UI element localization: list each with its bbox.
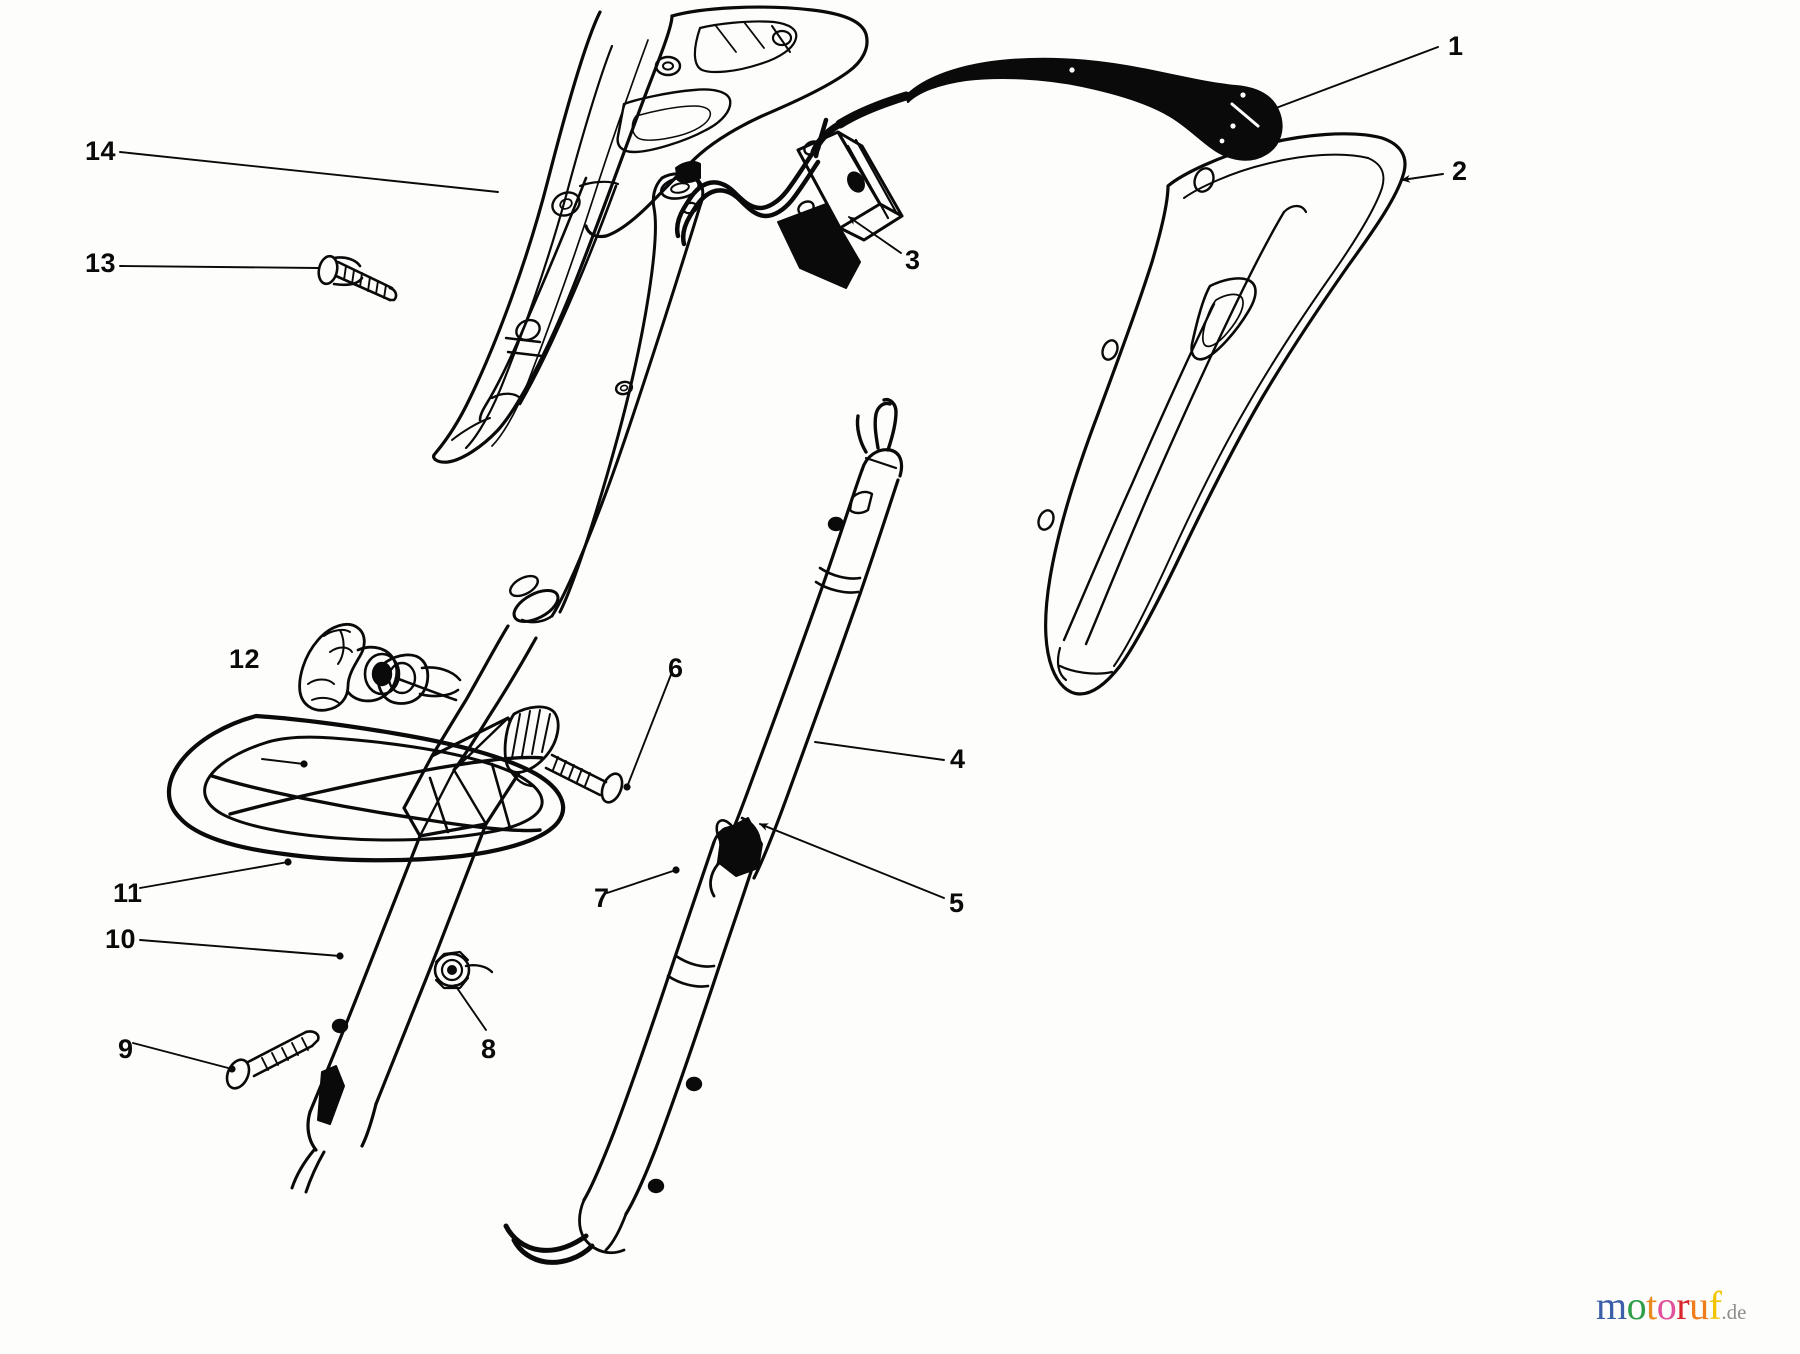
callout-number-14: 14 xyxy=(85,136,117,166)
leader-7 xyxy=(606,869,677,894)
callout-number-7: 7 xyxy=(594,883,610,913)
part-12-knob xyxy=(298,623,458,712)
leader-6 xyxy=(626,671,673,788)
part-13-bolt xyxy=(317,254,398,302)
watermark-letter-u: u xyxy=(1689,1283,1709,1328)
part-11-loop-handle xyxy=(166,713,566,863)
watermark-letter-o1: o xyxy=(1626,1283,1647,1328)
leader-12 xyxy=(261,758,305,765)
callout-number-1: 1 xyxy=(1448,31,1464,61)
watermark-suffix: .de xyxy=(1721,1300,1747,1324)
part-2-control-handle-right xyxy=(1037,132,1407,696)
leader-11 xyxy=(139,861,289,889)
leader-14 xyxy=(119,151,499,193)
callout-number-6: 6 xyxy=(668,653,684,683)
leader-5 xyxy=(759,823,945,899)
callout-number-4: 4 xyxy=(950,744,966,774)
leader-4 xyxy=(814,741,945,761)
part-4-handle-tube-upper xyxy=(709,397,904,898)
callout-number-3: 3 xyxy=(905,245,921,275)
leader-10 xyxy=(139,939,341,957)
callout-number-12: 12 xyxy=(229,644,261,674)
part-8-flange-nut xyxy=(433,950,494,990)
callout-leaders xyxy=(119,46,1444,1070)
watermark-letter-r: r xyxy=(1676,1283,1690,1328)
leader-13 xyxy=(119,265,319,269)
leader-1 xyxy=(1267,46,1439,112)
leader-9 xyxy=(132,1042,233,1070)
callout-number-13: 13 xyxy=(85,248,117,278)
callout-number-2: 2 xyxy=(1452,156,1468,186)
watermark-motoruf: motoruf.de xyxy=(1596,1282,1746,1329)
watermark-letter-o2: o xyxy=(1656,1283,1677,1328)
leader-8 xyxy=(454,984,487,1031)
part-14-control-handle-left xyxy=(432,5,869,464)
part-7-handle-tube-lower xyxy=(503,819,758,1265)
part-9-bolt xyxy=(225,1030,320,1090)
callout-leader-dots xyxy=(228,760,680,1073)
callout-number-10: 10 xyxy=(105,924,137,954)
part-10-lower-handle-tube xyxy=(290,624,560,1194)
leader-2 xyxy=(1401,173,1444,183)
part-upper-handle-tube-left xyxy=(509,172,705,624)
callout-number-5: 5 xyxy=(949,888,965,918)
watermark-letter-t: t xyxy=(1646,1283,1657,1328)
leader-3 xyxy=(848,216,902,254)
watermark-letter-f: f xyxy=(1708,1283,1722,1328)
part-6-bolt xyxy=(544,753,624,804)
watermark-letter-m: m xyxy=(1596,1283,1627,1328)
callout-number-8: 8 xyxy=(481,1034,497,1064)
part-1-switch-boot xyxy=(810,57,1283,161)
callout-number-9: 9 xyxy=(118,1034,134,1064)
callout-number-11: 11 xyxy=(113,878,143,908)
